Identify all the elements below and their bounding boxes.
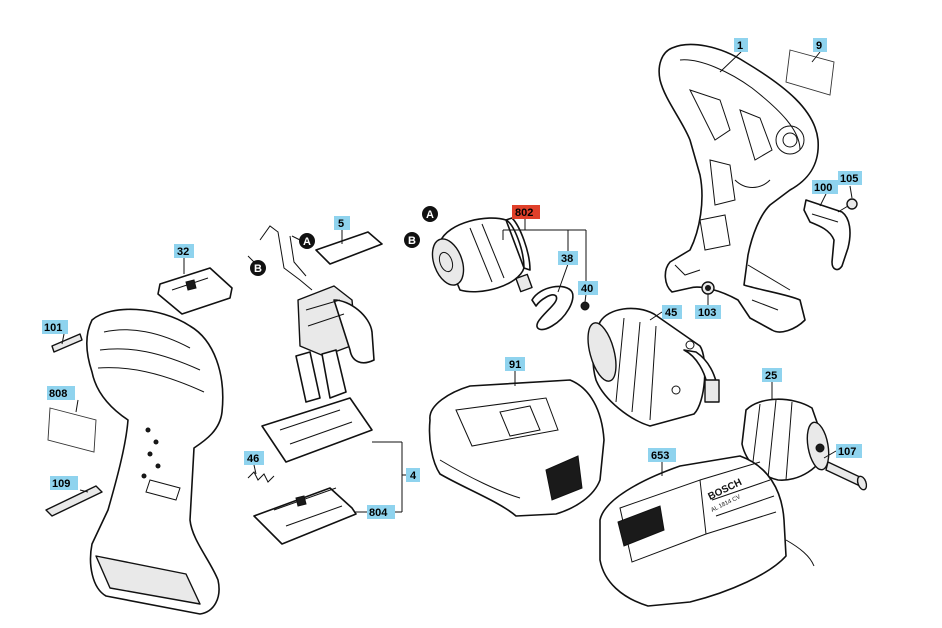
callout-5-text: 5 [338,218,344,230]
switch-cover-part-5 [315,231,383,265]
connector-marker-a-motor: A [422,206,438,222]
circuit-board-part-804 [253,487,357,545]
callout-5: 5 [334,216,350,230]
connector-marker-a-wiring: A [291,233,315,249]
housing-half-part-1 [658,43,819,333]
callout-804-text: 804 [369,507,388,519]
callout-802: 802 [512,205,540,219]
callout-653: 653 [648,448,676,462]
callout-46: 46 [244,451,264,465]
callout-109: 109 [50,476,78,490]
callout-9-text: 9 [816,40,822,52]
gearbox-part-45 [587,307,720,427]
callout-100-text: 100 [814,182,832,194]
contact-block-part-32 [157,267,233,315]
callout-109-text: 109 [52,478,70,490]
callout-107: 107 [836,444,862,458]
callout-9: 9 [813,38,827,52]
callout-40-text: 40 [581,283,593,295]
callout-4-text: 4 [410,470,417,482]
housing-half-left [85,308,224,615]
callout-804: 804 [367,505,395,519]
callout-103: 103 [695,305,721,319]
callout-4: 4 [406,468,420,482]
connector-marker-b-motor: B [404,232,420,248]
battery-part-91 [428,379,605,517]
callout-25-text: 25 [765,370,777,382]
motor-part-802 [431,217,533,293]
screw-part-103 [701,281,715,295]
callout-32: 32 [174,244,194,258]
ring-part-38 [531,285,574,331]
callout-25: 25 [762,368,782,382]
callout-653-text: 653 [651,450,669,462]
callout-105: 105 [838,171,862,185]
callout-808: 808 [47,386,75,400]
callout-45-text: 45 [665,307,677,319]
charger-part-653: BOSCH AL 1814 CV [599,455,815,607]
connector-a-motor-label: A [426,209,434,221]
callout-103-text: 103 [698,307,716,319]
callout-808-text: 808 [49,388,67,400]
connector-marker-b-wiring: B [247,255,266,276]
spring-part-46 [247,471,275,483]
callout-101: 101 [42,320,68,334]
callout-91: 91 [505,357,525,371]
callout-32-text: 32 [177,246,189,258]
callout-45: 45 [662,305,682,319]
screw-part-40 [580,301,590,311]
screw-part-101 [51,333,83,353]
connector-a-wiring-label: A [303,236,311,248]
callout-38-text: 38 [561,253,573,265]
callout-105-text: 105 [840,173,858,185]
callout-100: 100 [812,180,838,194]
callout-1-text: 1 [737,40,743,52]
label-sticker-part-808 [47,407,97,453]
callout-40: 40 [578,281,598,295]
connector-b-motor-label: B [408,235,416,247]
screw-part-105 [837,198,858,213]
callout-101-text: 101 [44,322,62,334]
connector-b-wiring-label: B [254,263,262,275]
callout-46-text: 46 [247,453,259,465]
switch-assembly-part-4 [259,225,375,463]
label-sticker-part-9 [785,49,835,96]
callout-1: 1 [734,38,748,52]
chuck-screw-part-107 [825,461,868,491]
callout-107-text: 107 [838,446,856,458]
callout-91-text: 91 [509,359,521,371]
belt-clip-part-100 [803,199,851,271]
screwdriver-bit-part-109 [45,485,103,517]
callout-802-text: 802 [515,207,533,219]
callout-38: 38 [558,251,578,265]
